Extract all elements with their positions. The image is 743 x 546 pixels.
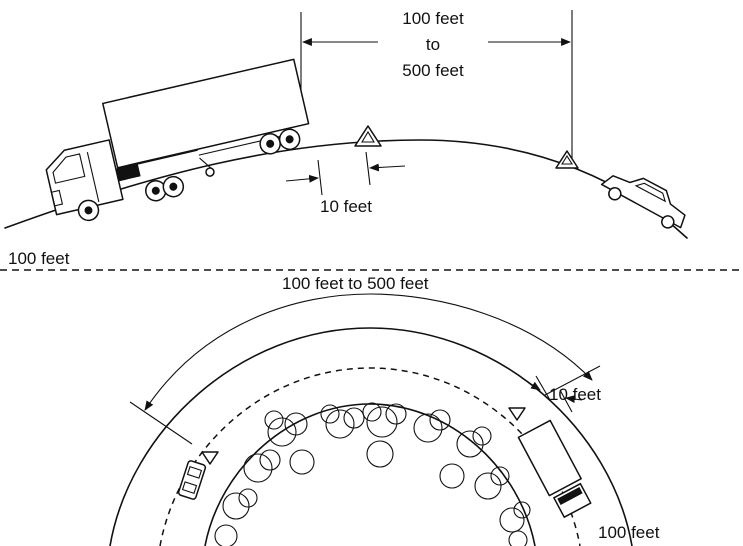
curve-car-icon	[177, 460, 207, 500]
car-icon	[600, 175, 686, 229]
truck-icon	[45, 58, 310, 222]
corner-label: 100 feet	[8, 249, 70, 268]
gap-arrow-right	[369, 163, 406, 172]
gap-tick-right	[365, 151, 371, 186]
warning-triangle-icon	[354, 125, 382, 147]
span-label-line3: 500 feet	[402, 61, 464, 80]
gap-tick-left	[317, 159, 323, 196]
arc-dimension-line	[144, 293, 593, 411]
curve-truck-icon	[517, 419, 592, 518]
gap-label: 10 feet	[320, 197, 372, 216]
arc-label: 100 feet to 500 feet	[282, 274, 429, 293]
warning-triangle-icon	[508, 407, 526, 421]
curve-scene: 100 feet to 500 feet 10 feet	[109, 274, 660, 546]
behind-label: 100 feet	[598, 523, 660, 542]
warning-triangle-icon	[201, 451, 219, 465]
gap-arrow-b	[565, 395, 583, 404]
arc-end-reference-left	[129, 401, 193, 445]
warning-triangle-icon	[555, 150, 579, 169]
road-center-line	[159, 367, 581, 546]
hill-scene: 100 feet to 500 feet 10 feet	[4, 9, 688, 268]
road-inner-edge	[204, 403, 536, 546]
shrub-cluster-icon	[214, 402, 531, 546]
gap-arrow-a	[521, 377, 541, 391]
gap-tick-a	[535, 375, 551, 401]
arc-end-reference-right	[544, 365, 601, 396]
span-label-line2: to	[426, 35, 440, 54]
span-label-line1: 100 feet	[402, 9, 464, 28]
gap-arrow-left	[285, 174, 319, 183]
curve-gap-label: 10 feet	[549, 385, 601, 404]
road-outer-edge	[109, 327, 633, 546]
